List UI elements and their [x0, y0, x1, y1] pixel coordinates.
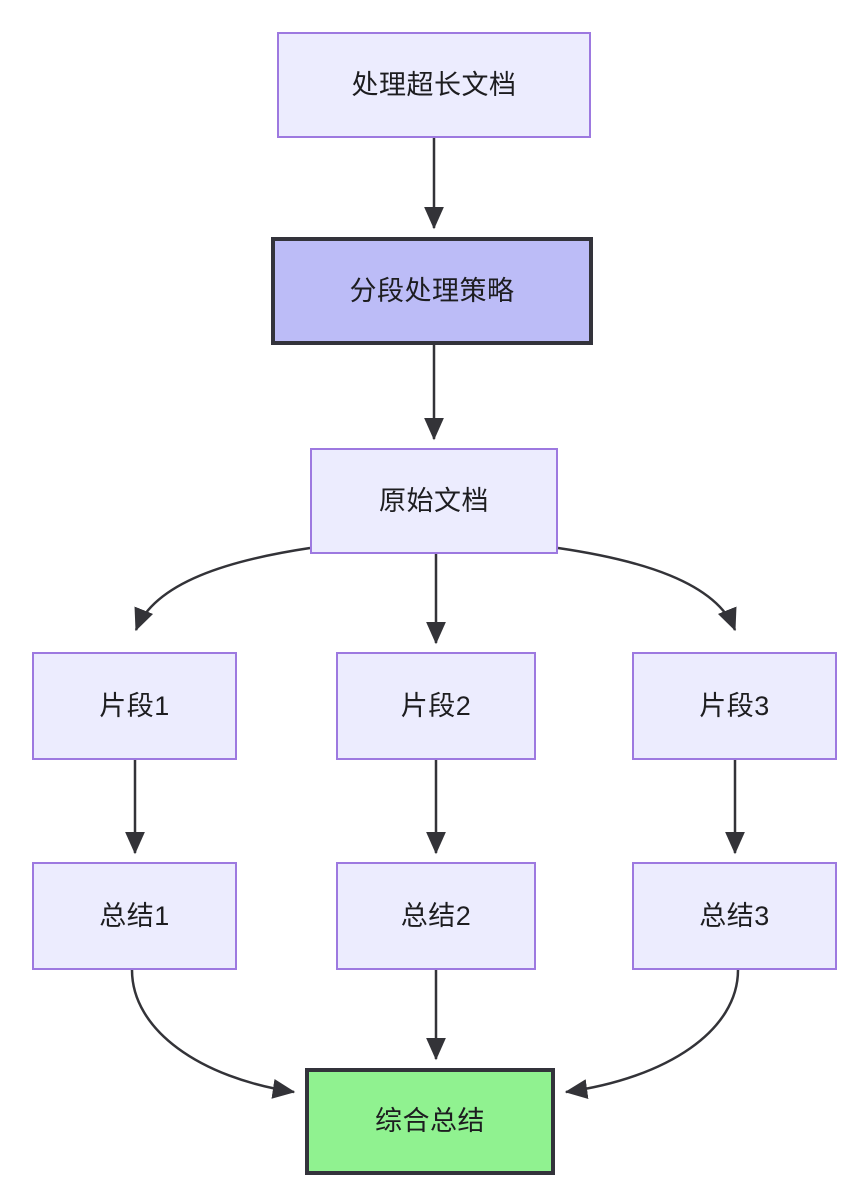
node-process-long-document[interactable]: 处理超长文档 — [277, 32, 591, 138]
node-chunk-1[interactable]: 片段1 — [32, 652, 237, 760]
node-source-document[interactable]: 原始文档 — [310, 448, 558, 554]
node-summary-1[interactable]: 总结1 — [32, 862, 237, 970]
node-label: 片段3 — [699, 690, 770, 721]
node-combined-summary[interactable]: 综合总结 — [305, 1068, 555, 1175]
node-label: 总结2 — [400, 900, 472, 931]
node-label: 原始文档 — [379, 485, 489, 516]
node-label: 片段1 — [99, 690, 170, 721]
node-summary-3[interactable]: 总结3 — [632, 862, 837, 970]
edge-source-chunk1 — [134, 546, 311, 632]
node-label: 总结3 — [699, 900, 770, 931]
node-label: 分段处理策略 — [349, 275, 515, 306]
node-label: 处理超长文档 — [351, 69, 517, 100]
node-summary-2[interactable]: 总结2 — [336, 862, 536, 970]
node-label: 片段2 — [400, 690, 472, 721]
edge-summary3-final — [564, 969, 740, 1100]
edge-source-chunk3 — [557, 546, 737, 632]
edge-summary1-final — [130, 969, 296, 1099]
node-chunk-3[interactable]: 片段3 — [632, 652, 837, 760]
node-chunk-2[interactable]: 片段2 — [336, 652, 536, 760]
node-label: 总结1 — [99, 900, 170, 931]
node-label: 综合总结 — [375, 1106, 485, 1137]
node-chunking-strategy[interactable]: 分段处理策略 — [271, 237, 593, 345]
